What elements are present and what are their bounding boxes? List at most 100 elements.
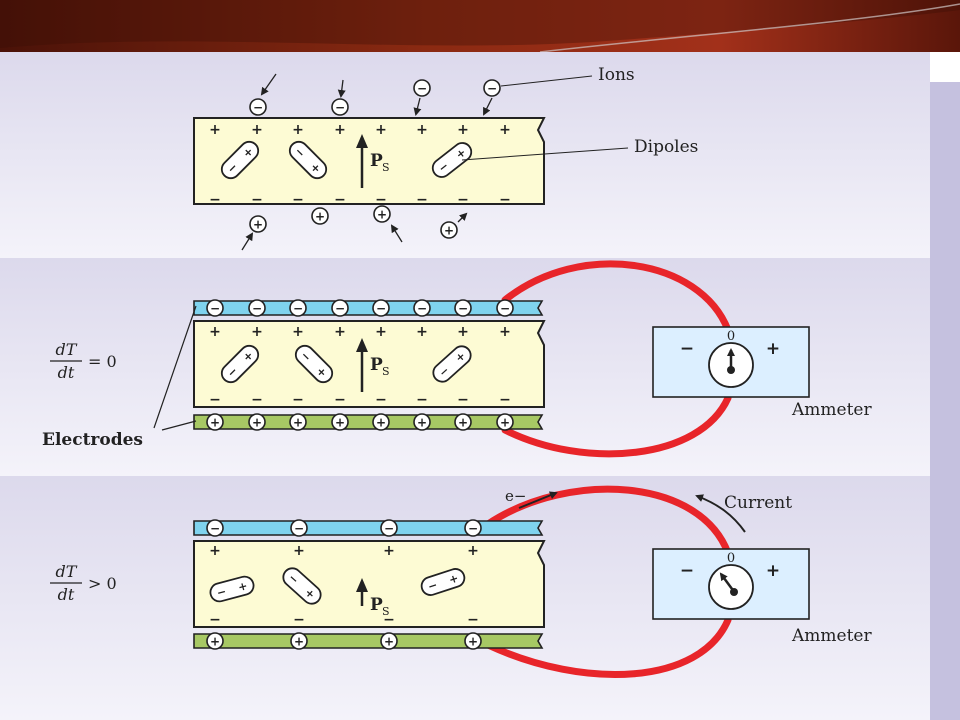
top-electrode-charge-ring	[413, 299, 431, 317]
dipole: +−	[420, 568, 466, 596]
dipole-body	[288, 140, 328, 180]
ps-label-main: P	[370, 151, 383, 171]
bottom-electrode-charge-ring	[380, 632, 398, 650]
surface-minus: −	[375, 392, 387, 408]
ammeter-plus: +	[766, 561, 780, 581]
ion-positive-sign: +	[377, 208, 387, 222]
wire-bottom	[484, 616, 732, 678]
dipole: +−	[220, 344, 260, 384]
ps-label-main: P	[370, 595, 383, 615]
ammeter-label: Ammeter	[791, 400, 872, 420]
surface-plus: +	[334, 324, 346, 340]
bottom-electrode-charge-sign: +	[335, 416, 345, 430]
surface-minus: −	[334, 192, 346, 208]
surface-minus: −	[334, 392, 346, 408]
crystal-slab	[193, 320, 546, 408]
top-electrode-charge-ring	[289, 299, 307, 317]
top-electrode-charge-sign: −	[210, 302, 220, 316]
bottom-electrode-charge-sign: +	[376, 416, 386, 430]
surface-plus: +	[251, 122, 263, 138]
electron-arrow	[518, 491, 558, 509]
header-swoosh	[0, 0, 960, 48]
bottom-electrode-charge-sign: +	[468, 635, 478, 649]
top-electrode	[193, 520, 544, 536]
equation-positive-den: dt	[58, 585, 75, 604]
dipole-body	[220, 140, 260, 180]
crystal-slab	[193, 540, 546, 628]
bottom-electrode-charge-ring	[289, 413, 307, 431]
ion-negative-ring	[483, 79, 501, 97]
surface-minus: −	[467, 612, 479, 628]
bottom-electrode-charge-sign: +	[458, 416, 468, 430]
top-electrode-charge-sign: −	[252, 302, 262, 316]
bottom-electrode-charge-sign: +	[210, 416, 220, 430]
dipole: +−	[294, 344, 334, 384]
ion-arrow	[390, 224, 403, 243]
surface-minus: −	[209, 392, 221, 408]
ion-arrow	[241, 232, 254, 251]
bottom-electrode	[193, 633, 544, 649]
surface-plus: +	[375, 324, 387, 340]
surface-plus: +	[499, 122, 511, 138]
ammeter-plus: +	[766, 339, 780, 359]
bottom-electrode-charge-ring	[331, 413, 349, 431]
ion-negative-sign: −	[487, 82, 497, 96]
ammeter-minus: −	[680, 561, 694, 581]
electrodes-label: Electrodes	[42, 430, 143, 450]
ion-positive-sign: +	[444, 224, 454, 238]
surface-minus: −	[416, 392, 428, 408]
ion-negative-ring	[331, 98, 349, 116]
polarization-arrowhead	[356, 134, 368, 148]
equation-zero-den: dt	[58, 363, 75, 382]
dipole: +−	[432, 345, 472, 383]
ion-negative-sign: −	[417, 82, 427, 96]
surface-minus: −	[209, 612, 221, 628]
bottom-electrode-charge-ring	[372, 413, 390, 431]
top-electrode-charge-sign: −	[376, 302, 386, 316]
top-electrode-charge-sign: −	[335, 302, 345, 316]
wire-top	[501, 260, 732, 334]
bottom-electrode-charge-ring	[454, 413, 472, 431]
surface-plus: +	[457, 122, 469, 138]
top-electrode-charge-ring	[496, 299, 514, 317]
ion-negative-ring	[249, 98, 267, 116]
surface-plus: +	[293, 543, 305, 559]
current-label: Current	[724, 493, 792, 513]
ammeter-minus: −	[680, 339, 694, 359]
bottom-electrode-charge-sign: +	[210, 635, 220, 649]
top-electrode-charge-sign: −	[294, 522, 304, 536]
top-electrode	[193, 300, 544, 316]
ion-negative-sign: −	[253, 101, 263, 115]
bottom-electrode-charge-ring	[413, 413, 431, 431]
current-arrow	[695, 494, 746, 533]
surface-plus: +	[292, 324, 304, 340]
dipoles-leader	[461, 147, 629, 161]
surface-plus: +	[383, 543, 395, 559]
surface-plus: +	[457, 324, 469, 340]
surface-minus: −	[457, 392, 469, 408]
header-band	[0, 0, 960, 52]
top-electrode-charge-ring	[206, 299, 224, 317]
top-electrode-charge-sign: −	[417, 302, 427, 316]
surface-minus: −	[416, 192, 428, 208]
bottom-electrode-charge-ring	[206, 413, 224, 431]
surface-minus: −	[499, 392, 511, 408]
surface-plus: +	[499, 324, 511, 340]
polarization-arrowhead	[356, 338, 368, 352]
bottom-electrode-charge-sign: +	[500, 416, 510, 430]
ion-positive-ring	[373, 205, 391, 223]
dipole: +−	[431, 142, 473, 178]
dipole-body	[209, 575, 255, 603]
surface-minus: −	[251, 392, 263, 408]
crystal-slab	[193, 117, 546, 205]
dipole: +−	[220, 140, 260, 180]
top-electrode-charge-sign: −	[210, 522, 220, 536]
ion-negative-ring	[413, 79, 431, 97]
polarization-arrowhead	[356, 578, 368, 592]
top-electrode-charge-ring	[372, 299, 390, 317]
ion-positive-ring	[249, 215, 267, 233]
dipole: +−	[209, 575, 255, 603]
ions-leader	[500, 75, 593, 87]
ammeter-hub	[727, 366, 735, 374]
